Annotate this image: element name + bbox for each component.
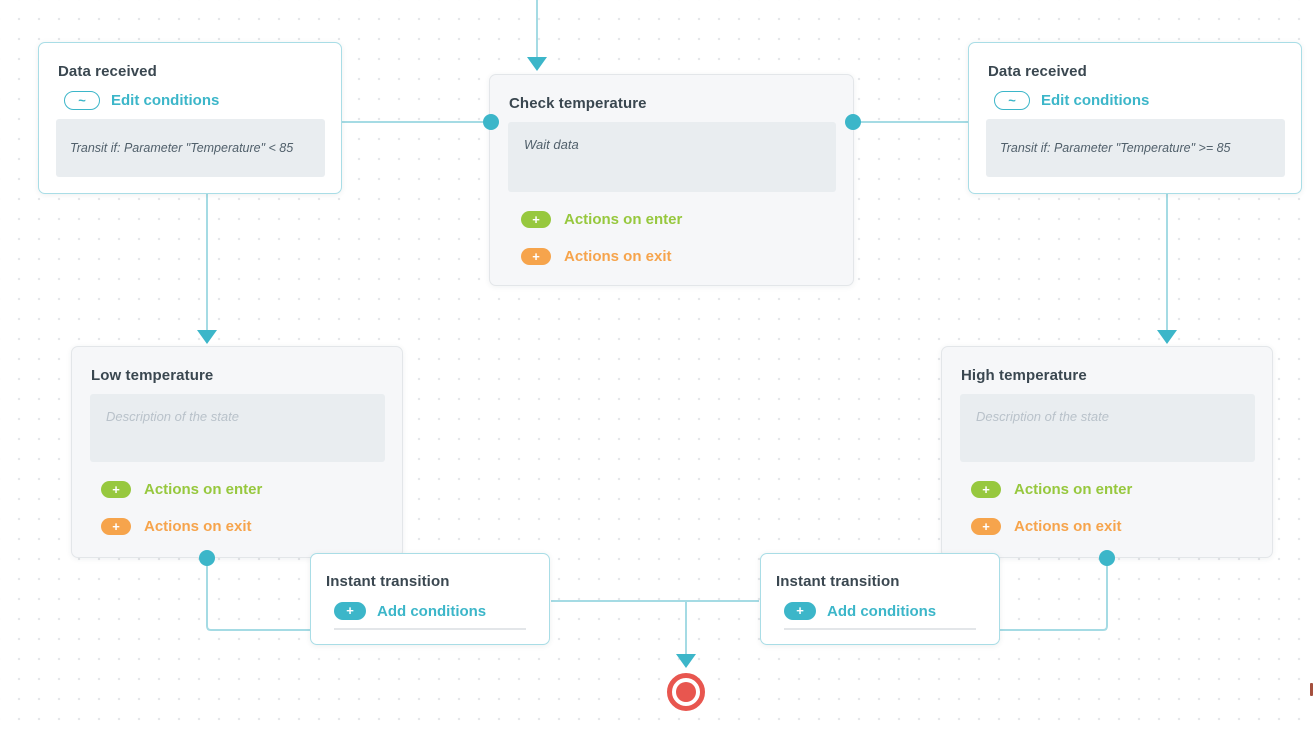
port-check-left[interactable] (483, 114, 499, 130)
actions-on-enter-button[interactable]: + Actions on enter (971, 481, 1272, 498)
actions-on-exit-label: Actions on exit (1014, 518, 1122, 535)
actions-on-enter-label: Actions on enter (144, 481, 263, 498)
node-title: High temperature (961, 367, 1087, 384)
plus-icon: + (971, 518, 1001, 535)
node-instant-transition-left[interactable]: Instant transition + Add conditions (310, 553, 550, 645)
condition-summary: Transit if: Parameter "Temperature" < 85 (56, 119, 325, 177)
add-conditions-label: Add conditions (377, 602, 487, 620)
actions-on-exit-label: Actions on exit (564, 248, 672, 265)
actions-on-enter-label: Actions on enter (564, 211, 683, 228)
condition-summary: Transit if: Parameter "Temperature" >= 8… (986, 119, 1285, 177)
scrollbar-thumb[interactable] (1310, 683, 1313, 696)
plus-icon: + (521, 248, 551, 265)
edit-conditions-label: Edit conditions (1041, 92, 1150, 109)
actions-on-exit-button[interactable]: + Actions on exit (101, 518, 402, 535)
node-transition-data-received-left[interactable]: Data received ~ Edit conditions Transit … (38, 42, 342, 194)
edge-high-to-instant-right (1000, 558, 1108, 631)
node-title: Data received (58, 63, 157, 80)
state-description-input[interactable]: Wait data (508, 122, 836, 192)
actions-on-enter-button[interactable]: + Actions on enter (521, 211, 853, 228)
node-title: Check temperature (509, 95, 647, 112)
node-state-low-temperature[interactable]: Low temperature Description of the state… (71, 346, 403, 558)
actions-on-exit-button[interactable]: + Actions on exit (521, 248, 853, 265)
actions-on-enter-button[interactable]: + Actions on enter (101, 481, 402, 498)
plus-icon: + (101, 481, 131, 498)
port-check-right[interactable] (845, 114, 861, 130)
state-description-input[interactable]: Description of the state (960, 394, 1255, 462)
plus-icon: + (101, 518, 131, 535)
edit-conditions-label: Edit conditions (111, 92, 220, 109)
node-transition-data-received-right[interactable]: Data received ~ Edit conditions Transit … (968, 42, 1302, 194)
actions-on-exit-button[interactable]: + Actions on exit (971, 518, 1272, 535)
plus-icon: + (971, 481, 1001, 498)
node-state-check-temperature[interactable]: Check temperature Wait data + Actions on… (489, 74, 854, 286)
tilde-icon: ~ (64, 91, 100, 110)
edge-low-arrow-icon (197, 330, 217, 344)
edge-end-arrow-icon (676, 654, 696, 668)
actions-on-enter-label: Actions on enter (1014, 481, 1133, 498)
end-state-core-icon (676, 682, 696, 702)
plus-icon: + (334, 602, 366, 620)
add-conditions-label: Add conditions (827, 602, 937, 620)
port-low-bottom[interactable] (199, 550, 215, 566)
node-instant-transition-right[interactable]: Instant transition + Add conditions (760, 553, 1000, 645)
add-conditions-button[interactable]: + Add conditions (784, 602, 999, 620)
conditions-underline (784, 628, 976, 630)
add-conditions-button[interactable]: + Add conditions (334, 602, 549, 620)
node-title: Data received (988, 63, 1087, 80)
conditions-underline (334, 628, 526, 630)
end-state-marker[interactable] (667, 673, 705, 711)
port-high-bottom[interactable] (1099, 550, 1115, 566)
plus-icon: + (521, 211, 551, 228)
edit-conditions-button[interactable]: ~ Edit conditions (64, 91, 341, 110)
tilde-icon: ~ (994, 91, 1030, 110)
edit-conditions-button[interactable]: ~ Edit conditions (994, 91, 1301, 110)
node-title: Instant transition (776, 573, 900, 590)
actions-on-exit-label: Actions on exit (144, 518, 252, 535)
edge-low-to-instant-left (206, 558, 310, 631)
plus-icon: + (784, 602, 816, 620)
node-title: Instant transition (326, 573, 450, 590)
node-title: Low temperature (91, 367, 214, 384)
edge-start-arrow-icon (527, 57, 547, 71)
node-state-high-temperature[interactable]: High temperature Description of the stat… (941, 346, 1273, 558)
edge-high-arrow-icon (1157, 330, 1177, 344)
state-description-input[interactable]: Description of the state (90, 394, 385, 462)
